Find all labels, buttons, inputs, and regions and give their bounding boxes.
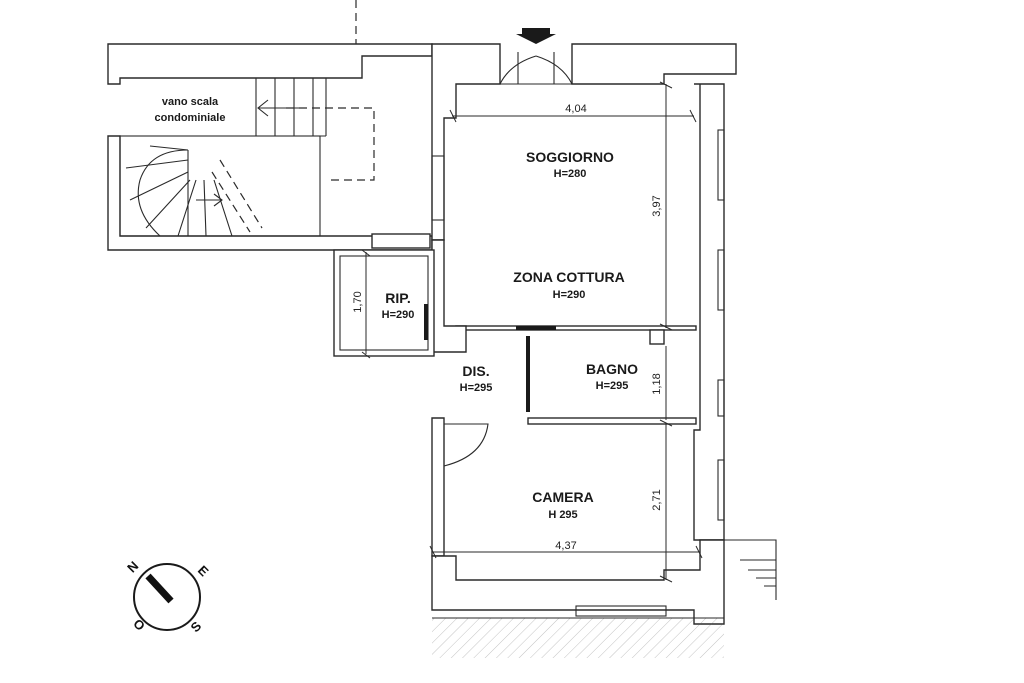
stairwell-label-line1: vano scala [162, 96, 219, 108]
dim-camera-width: 4,37 [555, 540, 576, 552]
dimension-lines [361, 81, 703, 583]
compass-rose: N E S O [124, 558, 212, 635]
dim-soggiorno-width: 4,04 [565, 103, 586, 115]
entrance-door [499, 52, 573, 85]
room-height-rip: H=290 [382, 309, 415, 321]
room-height-camera: H 295 [548, 509, 577, 521]
dim-soggiorno-depth: 3,97 [651, 195, 663, 216]
dis-partition [526, 336, 530, 412]
apartment-walls [371, 43, 777, 625]
stair-arrow-icon [257, 99, 300, 117]
room-name-soggiorno: SOGGIORNO [526, 149, 614, 165]
room-name-camera: CAMERA [532, 489, 593, 505]
bagno-sliding-door [516, 326, 556, 330]
room-name-bagno: BAGNO [586, 361, 638, 377]
room-height-dis: H=295 [460, 382, 493, 394]
ground-hatch [432, 618, 724, 658]
facade-windows [717, 129, 725, 521]
stair-arrow-lower-icon [196, 193, 223, 207]
stairwell-label-line2: condominiale [155, 112, 226, 124]
room-height-bagno: H=295 [596, 380, 629, 392]
compass-n: N [124, 558, 141, 575]
dim-camera-depth: 2,71 [651, 489, 663, 510]
entrance-arrow-icon [516, 28, 556, 44]
stairwell-block [107, 43, 433, 251]
rip-room [333, 249, 435, 357]
room-name-rip: RIP. [385, 290, 410, 306]
room-name-zona-cottura: ZONA COTTURA [513, 269, 624, 285]
soggiorno-left-window [431, 155, 445, 221]
dim-bagno-depth: 1,18 [651, 373, 663, 394]
stair-treads [120, 78, 375, 237]
compass-needle-icon [145, 573, 174, 604]
room-name-dis: DIS. [462, 363, 489, 379]
compass-s: S [187, 618, 204, 635]
room-height-soggiorno: H=280 [554, 168, 587, 180]
room-height-zona-cottura: H=290 [553, 289, 586, 301]
compass-e: E [195, 562, 212, 579]
camera-door-arc [443, 423, 489, 467]
dim-rip-depth: 1,70 [352, 291, 364, 312]
